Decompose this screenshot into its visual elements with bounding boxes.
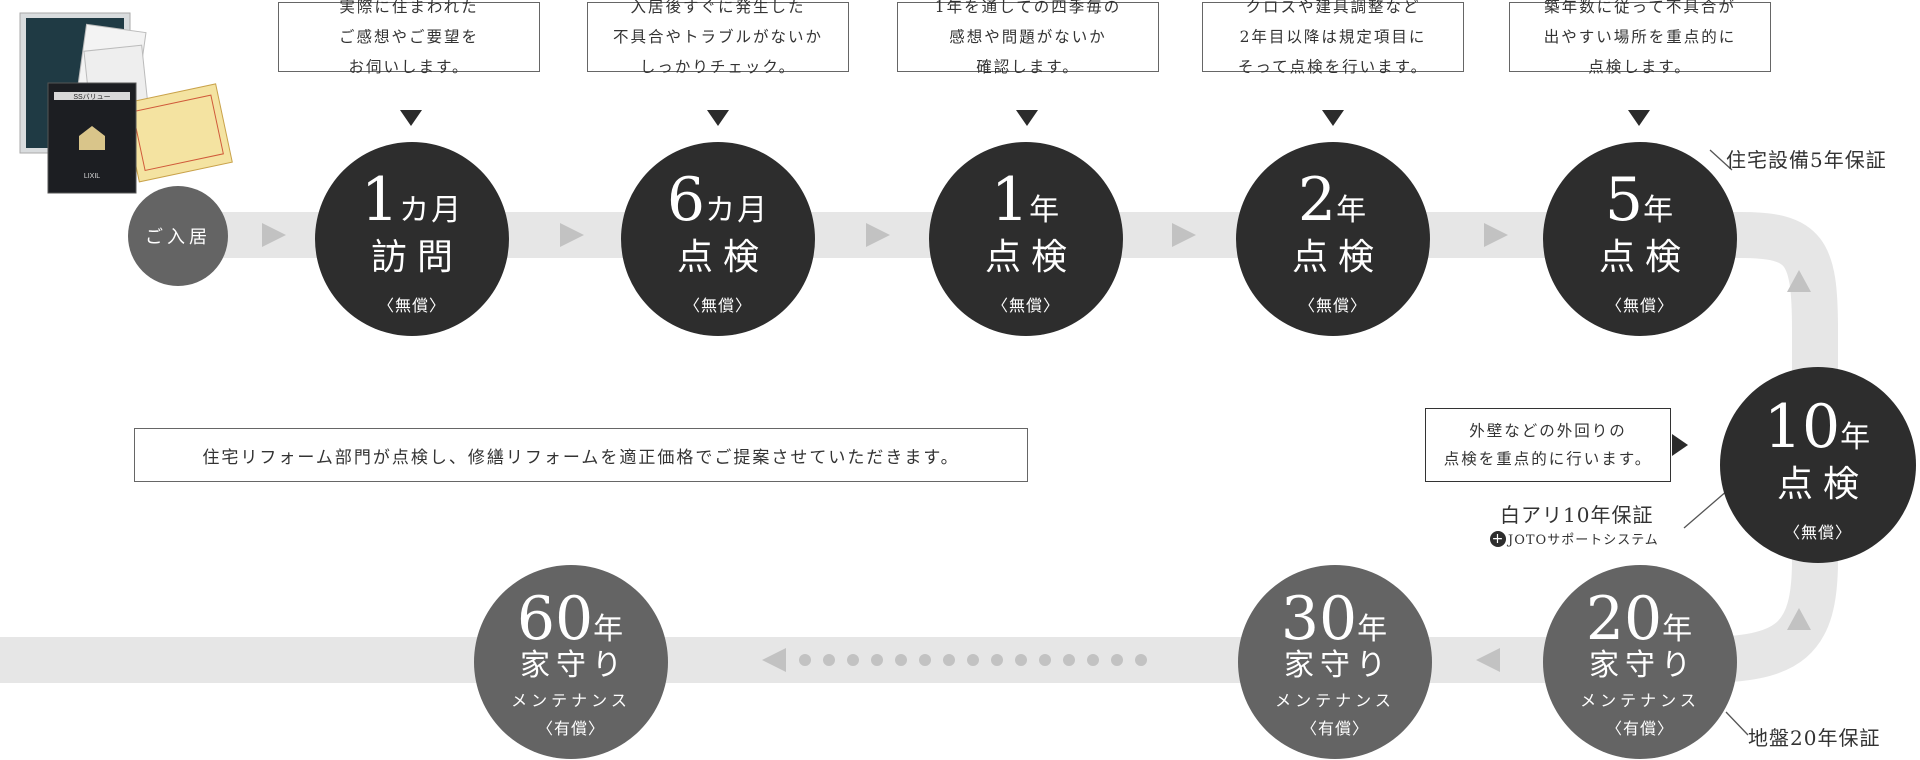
step-2-year: 2年 点検 〈無償〉 [1236,142,1430,336]
warranty-ground-label: 地盤20年保証 [1748,726,1881,750]
leader-line [1683,489,1729,529]
arrow-left-icon [1476,648,1500,672]
arrow-right-icon [1484,223,1508,247]
step-60-year: 60年 家守り メンテナンス 〈有償〉 [474,565,668,759]
callout-2year: クロスや建具調整など 2年目以降は規定項目に そって点検を行います。 [1202,0,1464,76]
leader-line [1725,711,1749,736]
arrow-right-icon [262,223,286,247]
arrow-right-icon [1172,223,1196,247]
warranty-equipment-label: 住宅設備5年保証 [1726,148,1887,172]
warranty-termite-label: 白アリ10年保証 [1500,503,1654,527]
step-10-year: 10年 点検 〈無償〉 [1720,367,1916,563]
callout-pointer-icon [1016,110,1038,126]
callout-10year: 外壁などの外回りの 点検を重点的に行います。 [1425,408,1671,482]
brochure-brand: LIXIL [84,173,100,180]
callout-pointer-icon [707,110,729,126]
callout-6month: 入居後すぐに発生した 不具合やトラブルがないか しっかりチェック。 [587,0,849,76]
arrow-left-icon [762,648,786,672]
callout-pointer-icon [1322,110,1344,126]
callout-pointer-icon [1672,434,1688,456]
brochure-title: SSバリュー [73,93,110,101]
callout-1year: 1年を通しての四季毎の 感想や問題がないか 確認します。 [897,0,1159,76]
start-circle: ご入居 [128,186,228,286]
arrow-right-icon [866,223,890,247]
reform-note: 住宅リフォーム部門が点検し、修繕リフォームを適正価格でご提案させていただきます。 [134,428,1028,482]
start-label: ご入居 [145,227,211,248]
arrow-right-icon [560,223,584,247]
plus-circle-icon: + [1490,530,1506,547]
arrow-up-icon [1787,608,1811,630]
callout-5year: 築年数に従って不具合が 出やすい場所を重点的に 点検します。 [1509,0,1771,76]
step-1-year: 1年 点検 〈無償〉 [929,142,1123,336]
callout-pointer-icon [1628,110,1650,126]
arrow-up-icon [1787,270,1811,292]
leader-line [1709,149,1733,171]
dotted-ellipsis [799,654,1147,666]
step-6-month: 6カ月 点検 〈無償〉 [621,142,815,336]
joto-support-system: + JOTOサポートシステム [1490,530,1659,548]
warranty-brochure-illustration: SSバリュー LIXIL [19,12,233,194]
callout-pointer-icon [400,110,422,126]
step-1-month: 1カ月 訪問 〈無償〉 [315,142,509,336]
step-20-year: 20年 家守り メンテナンス 〈有償〉 [1543,565,1737,759]
step-30-year: 30年 家守り メンテナンス 〈有償〉 [1238,565,1432,759]
callout-1month: 実際に住まわれた ご感想やご要望を お伺いします。 [278,0,540,76]
step-5-year: 5年 点検 〈無償〉 [1543,142,1737,336]
